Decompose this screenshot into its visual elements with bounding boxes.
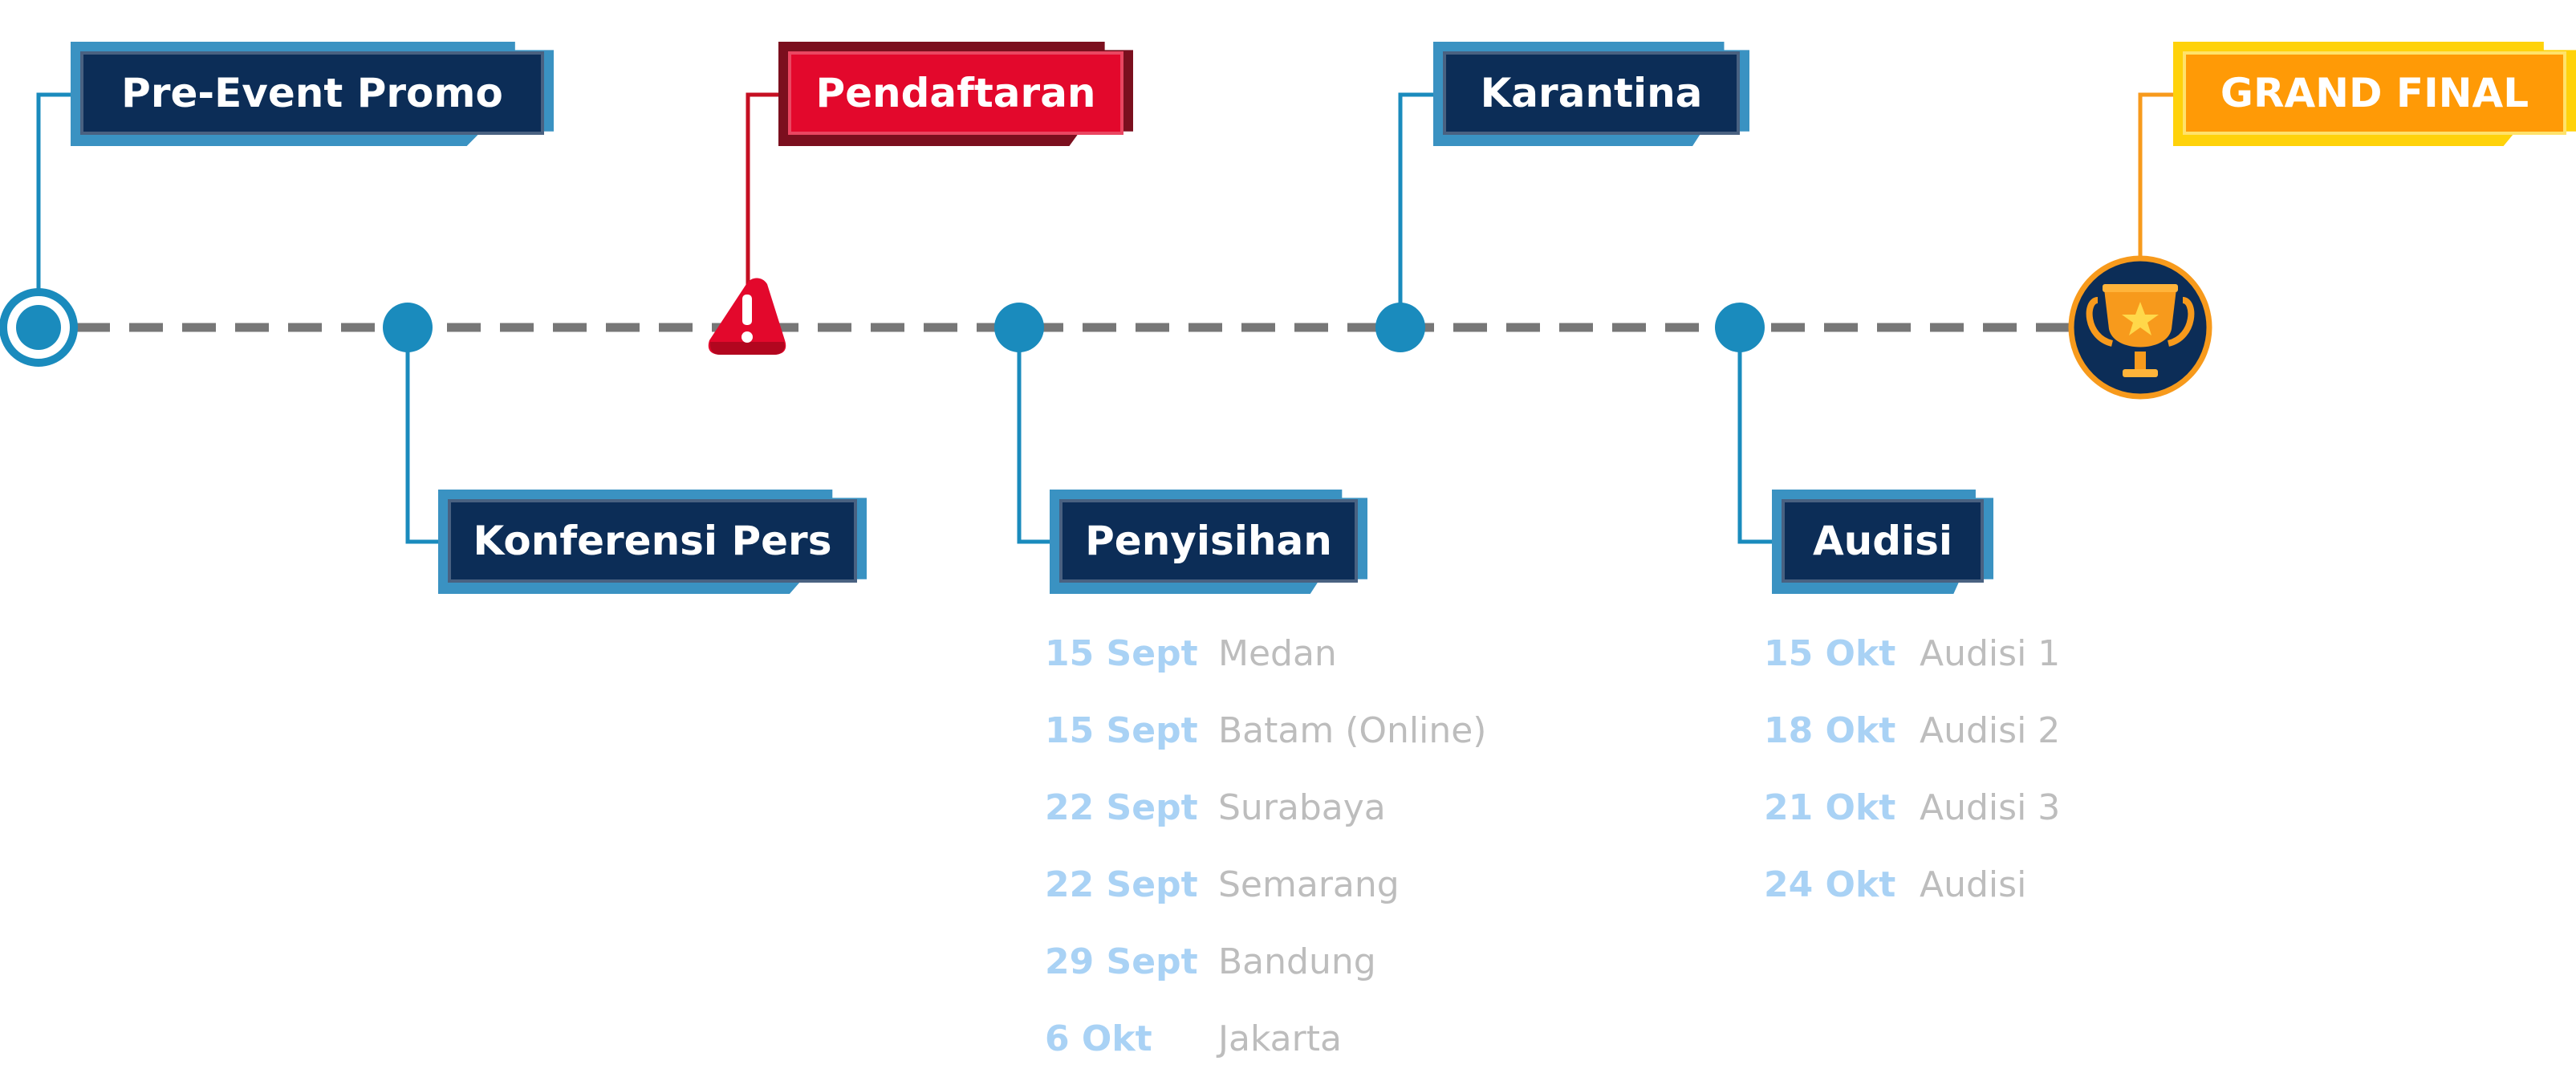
schedule-place: Bandung <box>1218 941 1376 982</box>
label-pendaftaran: Pendaftaran <box>778 42 1133 146</box>
schedule-row: 18 Okt Audisi 2 <box>1764 692 2060 769</box>
schedule-row: 22 Sept Semarang <box>1045 846 1486 923</box>
label-audisi: Audisi <box>1772 490 1993 594</box>
connector-konferensi-pers <box>405 327 441 544</box>
label-text: GRAND FINAL <box>2183 51 2566 135</box>
schedule-place: Audisi 3 <box>1920 786 2061 828</box>
schedule-date: 24 Okt <box>1764 864 1896 905</box>
start-ring-icon <box>0 288 78 367</box>
schedule-date: 6 Okt <box>1045 1018 1152 1059</box>
milestone-dot-karantina <box>1375 303 1425 352</box>
milestone-dot-penyisihan <box>994 303 1044 352</box>
schedule-place: Semarang <box>1218 864 1400 905</box>
label-konferensi-pers: Konferensi Pers <box>438 490 867 594</box>
schedule-date: 21 Okt <box>1764 786 1896 828</box>
schedule-date: 15 Okt <box>1764 632 1896 674</box>
schedule-row: 15 Sept Medan <box>1045 615 1486 692</box>
schedule-row: 15 Sept Batam (Online) <box>1045 692 1486 769</box>
trophy-icon <box>2068 255 2212 400</box>
label-grand-final: GRAND FINAL <box>2173 42 2576 146</box>
schedule-place: Batam (Online) <box>1218 709 1487 751</box>
schedule-date: 22 Sept <box>1045 864 1198 905</box>
connector-audisi <box>1737 327 1775 544</box>
schedule-date: 15 Sept <box>1045 709 1198 751</box>
warning-triangle-icon <box>708 278 786 355</box>
label-pre-event-promo: Pre-Event Promo <box>71 42 554 146</box>
schedule-date: 22 Sept <box>1045 786 1198 828</box>
label-text: Pre-Event Promo <box>80 51 544 135</box>
connector-grand-final <box>2138 92 2176 257</box>
schedule-place: Audisi 1 <box>1920 632 2061 674</box>
schedule-row: 6 Okt Jakarta <box>1045 1000 1486 1077</box>
schedule-date: 29 Sept <box>1045 941 1198 982</box>
label-text: Konferensi Pers <box>448 499 857 583</box>
label-penyisihan: Penyisihan <box>1050 490 1367 594</box>
schedule-date: 15 Sept <box>1045 632 1198 674</box>
schedule-row: 22 Sept Surabaya <box>1045 769 1486 846</box>
schedule-row: 21 Okt Audisi 3 <box>1764 769 2060 846</box>
milestone-dot-konferensi-pers <box>383 303 433 352</box>
connector-pendaftaran <box>746 92 782 297</box>
label-text: Penyisihan <box>1059 499 1358 583</box>
schedule-place: Medan <box>1218 632 1337 674</box>
connector-pre-event-promo <box>36 92 74 294</box>
audisi-schedule: 15 Okt Audisi 1 18 Okt Audisi 2 21 Okt A… <box>1764 615 2060 923</box>
schedule-row: 29 Sept Bandung <box>1045 923 1486 1000</box>
schedule-row: 15 Okt Audisi 1 <box>1764 615 2060 692</box>
schedule-place: Audisi 2 <box>1920 709 2061 751</box>
label-text: Pendaftaran <box>788 51 1123 135</box>
connector-karantina <box>1398 92 1436 327</box>
schedule-place: Jakarta <box>1218 1018 1342 1059</box>
milestone-dot-audisi <box>1715 303 1765 352</box>
penyisihan-schedule: 15 Sept Medan 15 Sept Batam (Online) 22 … <box>1045 615 1486 1077</box>
label-karantina: Karantina <box>1433 42 1749 146</box>
schedule-place: Surabaya <box>1218 786 1386 828</box>
schedule-row: 24 Okt Audisi <box>1764 846 2060 923</box>
connector-penyisihan <box>1017 327 1053 544</box>
label-text: Audisi <box>1782 499 1984 583</box>
label-text: Karantina <box>1443 51 1740 135</box>
schedule-place: Audisi <box>1920 864 2027 905</box>
schedule-date: 18 Okt <box>1764 709 1896 751</box>
